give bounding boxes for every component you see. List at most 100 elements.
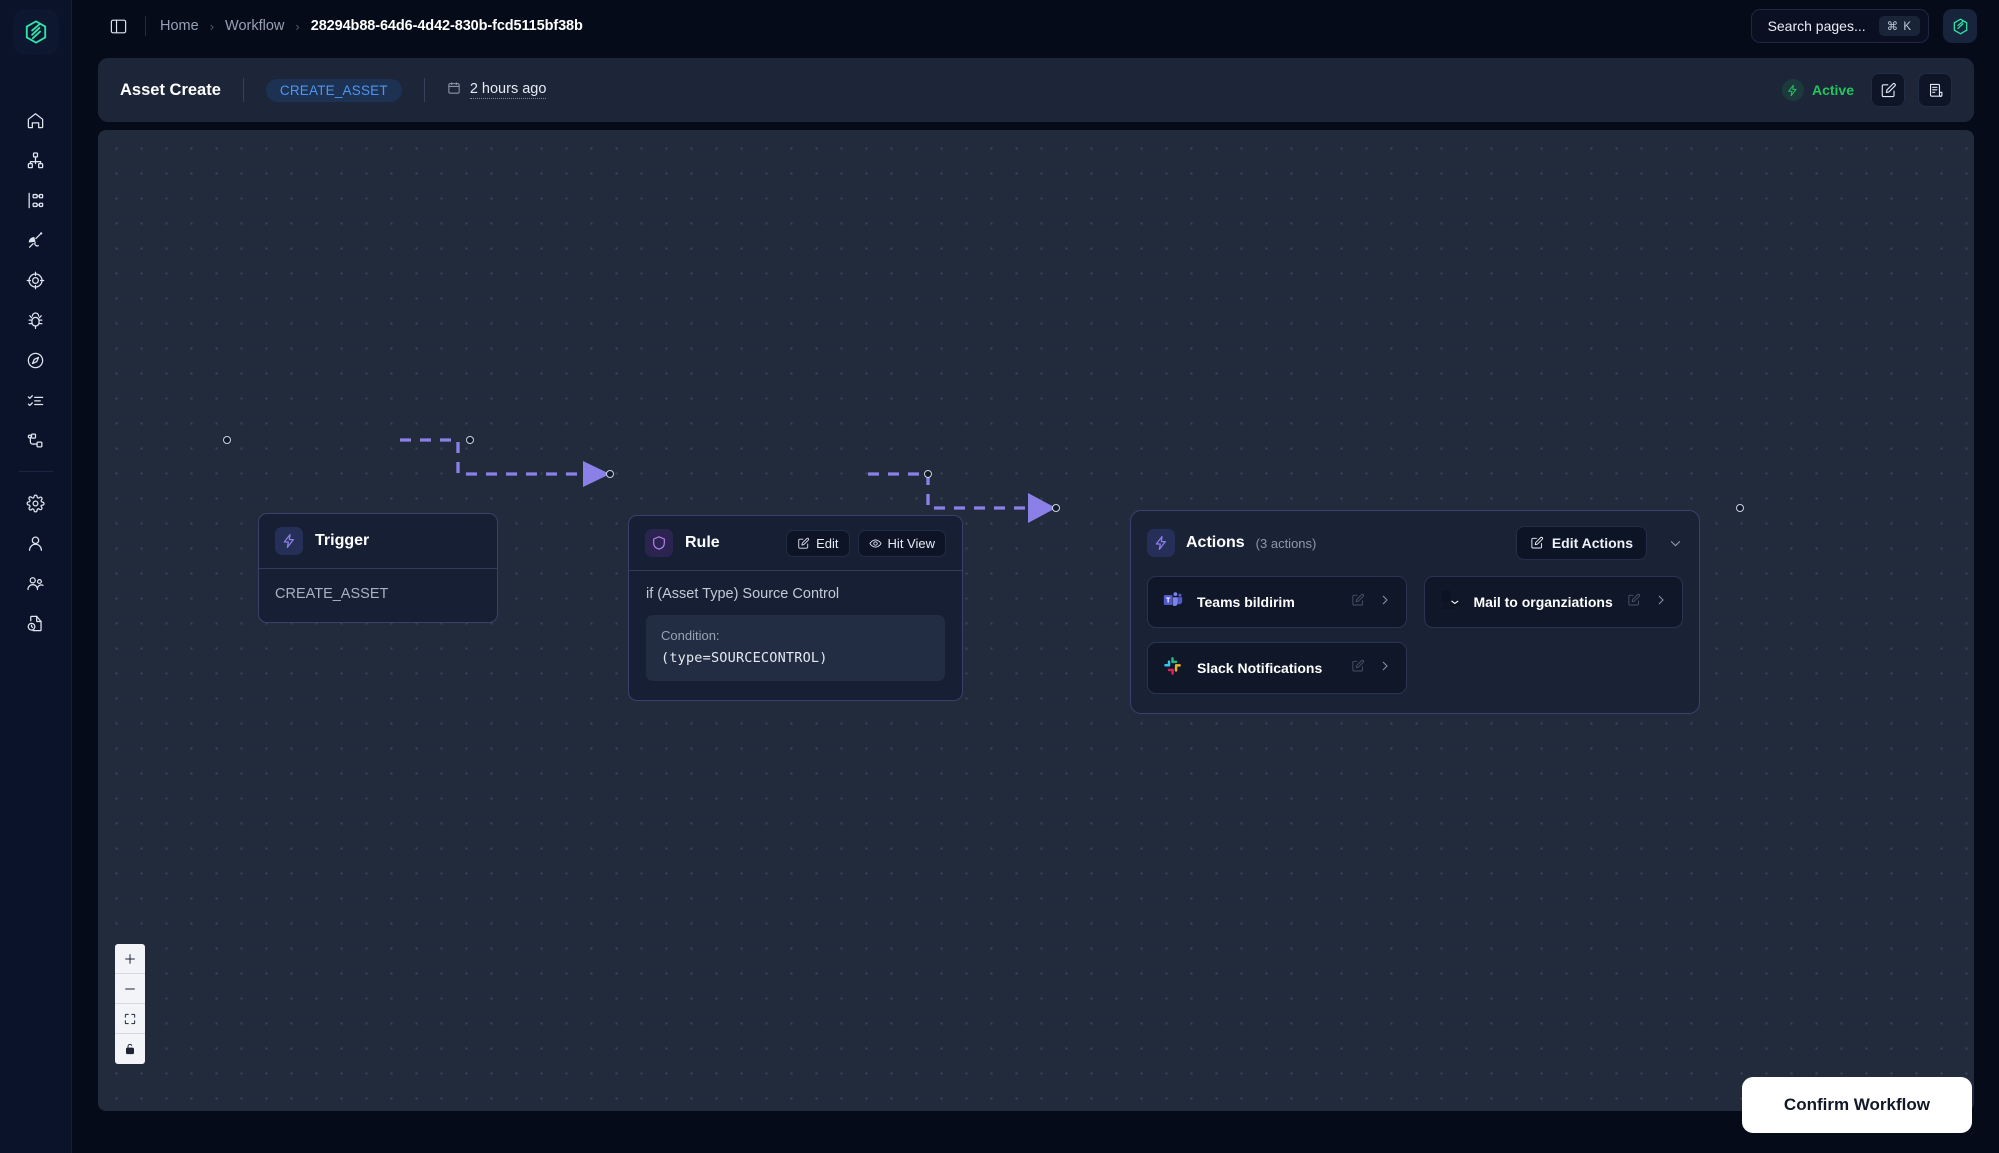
rule-condition-label: Condition: — [661, 628, 720, 643]
calendar-icon — [447, 81, 461, 100]
actions-count: (3 actions) — [1255, 535, 1317, 551]
last-updated: 2 hours ago — [447, 81, 547, 100]
svg-text:T: T — [1166, 595, 1171, 604]
rule-condition-summary: if (Asset Type) Source Control — [646, 586, 840, 602]
status-text: Active — [1811, 82, 1854, 98]
node-divider — [629, 570, 962, 571]
edit-square-icon[interactable] — [1351, 593, 1365, 612]
workflow-type-badge[interactable]: CREATE_ASSET — [265, 78, 402, 102]
sidebar-nav — [0, 83, 71, 643]
edit-square-icon[interactable] — [1871, 73, 1905, 107]
sidebar-item-workflows[interactable] — [16, 420, 56, 460]
lightning-icon — [275, 527, 303, 555]
action-card-teams[interactable]: T Teams bildirim — [1147, 576, 1407, 628]
node-trigger-value: CREATE_ASSET — [275, 586, 389, 602]
chevron-right-icon[interactable] — [1378, 593, 1392, 612]
fit-view-button[interactable] — [115, 1004, 145, 1034]
edit-actions-button[interactable]: Edit Actions — [1515, 526, 1647, 560]
rule-hit-view-button[interactable]: Hit View — [857, 529, 946, 557]
sidebar-item-home[interactable] — [16, 100, 56, 140]
edit-square-icon — [1531, 536, 1543, 549]
actions-title: Actions — [1186, 534, 1245, 551]
action-card-controls — [1627, 593, 1668, 612]
workflow-header-actions: Active — [1781, 73, 1952, 107]
node-rule-actions: Edit Hit View — [786, 529, 946, 557]
sidebar-item-inventory[interactable] — [16, 180, 56, 220]
brand-hexagon-logo-icon[interactable] — [12, 9, 59, 55]
topbar: Home › Workflow › 28294b88-64d6-4d42-830… — [72, 0, 1999, 52]
sidebar-item-assets[interactable] — [16, 140, 56, 180]
lock-icon — [126, 1043, 134, 1055]
breadcrumb-item-workflow[interactable]: Workflow — [225, 18, 285, 34]
edit-square-icon[interactable] — [1627, 593, 1641, 612]
node-trigger[interactable]: Trigger CREATE_ASSET — [258, 513, 498, 623]
workflow-canvas[interactable]: Trigger CREATE_ASSET Rule Edit Hit View — [98, 130, 1974, 1111]
panel-actions[interactable]: Actions (3 actions) Edit Actions T — [1130, 510, 1700, 714]
sidebar-item-targets[interactable] — [16, 260, 56, 300]
document-log-icon[interactable] — [1918, 73, 1952, 107]
zoom-in-button[interactable] — [115, 944, 145, 974]
handle-actions-out[interactable] — [1736, 504, 1744, 512]
rule-condition-expression: (type=SOURCECONTROL) — [661, 650, 828, 666]
header-divider — [242, 78, 244, 102]
action-card-mail[interactable]: Mail to organziations — [1423, 576, 1683, 628]
edit-square-icon — [798, 537, 810, 549]
breadcrumb-item-current: 28294b88-64d6-4d42-830b-fcd5115bf38b — [310, 18, 583, 34]
actions-list: T Teams bildirim — [1147, 576, 1683, 694]
shield-icon — [645, 529, 673, 557]
page-title: Asset Create — [120, 80, 221, 99]
sidebar-item-audit-log[interactable] — [16, 603, 56, 643]
sidebar — [0, 0, 72, 1153]
chevron-right-icon[interactable] — [1378, 659, 1392, 678]
handle-actions-in[interactable] — [1052, 504, 1060, 512]
sidebar-item-tasks[interactable] — [16, 380, 56, 420]
sidebar-item-teams[interactable] — [16, 563, 56, 603]
slack-icon — [1162, 655, 1184, 682]
action-card-slack[interactable]: Slack Notifications — [1147, 642, 1407, 694]
avatar[interactable] — [1943, 9, 1977, 43]
lightning-icon — [1781, 79, 1804, 101]
handle-trigger-in[interactable] — [223, 436, 231, 444]
lightning-icon — [1147, 529, 1175, 557]
plus-icon — [125, 953, 135, 964]
sidebar-item-vulnerabilities[interactable] — [16, 300, 56, 340]
sidebar-item-settings[interactable] — [16, 483, 56, 523]
action-label: Teams bildirim — [1197, 594, 1295, 610]
breadcrumb-separator: › — [295, 18, 300, 34]
topbar-actions: Search pages... ⌘ K — [1750, 9, 1999, 43]
node-rule[interactable]: Rule Edit Hit View if (Asset Type) Sourc… — [628, 515, 963, 701]
action-label: Slack Notifications — [1197, 660, 1323, 676]
zoom-out-button[interactable] — [115, 974, 145, 1004]
workflow-header: Asset Create CREATE_ASSET 2 hours ago Ac… — [98, 58, 1974, 122]
status-badge: Active — [1781, 79, 1854, 101]
node-trigger-header: Trigger — [259, 514, 497, 568]
sidebar-divider — [18, 471, 53, 472]
sidebar-item-profile[interactable] — [16, 523, 56, 563]
mail-server-icon — [1439, 589, 1461, 616]
chevron-down-icon[interactable] — [1668, 536, 1683, 551]
action-card-controls — [1351, 659, 1392, 678]
node-rule-header: Rule Edit Hit View — [629, 516, 962, 570]
sidebar-item-discovery[interactable] — [16, 220, 56, 260]
toggle-interactivity-button[interactable] — [115, 1034, 145, 1064]
minus-icon — [125, 988, 135, 989]
fit-view-icon — [124, 1013, 136, 1024]
rule-edit-button[interactable]: Edit — [786, 529, 850, 557]
edit-square-icon[interactable] — [1351, 659, 1365, 678]
node-divider — [259, 568, 497, 569]
rule-condition-box: Condition: (type=SOURCECONTROL) — [646, 615, 945, 681]
action-label: Mail to organziations — [1473, 594, 1613, 610]
node-rule-body: if (Asset Type) Source Control Condition… — [629, 571, 962, 700]
confirm-workflow-button[interactable]: Confirm Workflow — [1741, 1077, 1972, 1133]
sidebar-item-explore[interactable] — [16, 340, 56, 380]
chevron-right-icon[interactable] — [1654, 593, 1668, 612]
breadcrumb-separator: › — [209, 18, 215, 34]
handle-rule-in[interactable] — [606, 470, 614, 478]
search-input[interactable]: Search pages... ⌘ K — [1750, 9, 1929, 43]
breadcrumb-item-home[interactable]: Home — [160, 18, 199, 34]
handle-trigger-out[interactable] — [466, 436, 474, 444]
microsoft-teams-icon: T — [1162, 589, 1184, 616]
handle-rule-out[interactable] — [924, 470, 932, 478]
panel-collapse-icon[interactable] — [105, 13, 131, 39]
node-rule-title: Rule — [685, 534, 720, 551]
